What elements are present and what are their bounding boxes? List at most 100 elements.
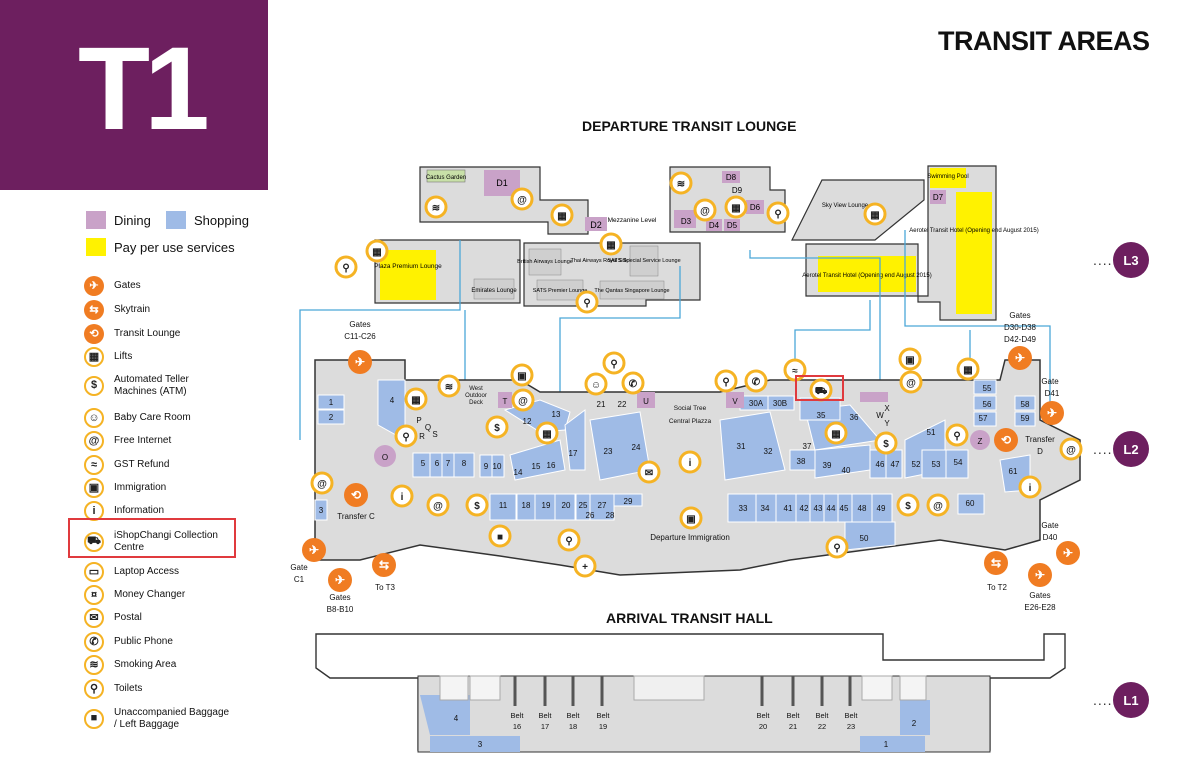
skytrain-icon[interactable] xyxy=(984,551,1008,575)
plane-icon[interactable] xyxy=(1056,541,1080,565)
lift-icon[interactable] xyxy=(863,202,887,226)
legend-item-label: Money Changer xyxy=(114,589,186,601)
transit-lounge-icon[interactable] xyxy=(344,483,368,507)
lift-icon[interactable] xyxy=(599,232,623,256)
dining-d8[interactable]: D8 xyxy=(726,173,737,182)
lift-icon[interactable] xyxy=(956,357,980,381)
immigration-icon[interactable] xyxy=(898,347,922,371)
plane-icon[interactable] xyxy=(348,350,372,374)
first-aid-icon[interactable] xyxy=(573,554,597,578)
legend-shopping: Shopping xyxy=(166,211,249,229)
dining-d6[interactable]: D6 xyxy=(750,203,761,212)
skytrain-icon[interactable] xyxy=(372,553,396,577)
phone-icon[interactable] xyxy=(621,371,645,395)
information-icon[interactable] xyxy=(1018,475,1042,499)
l3-right-block: Swimming Pool D7 Aerotel Transit Hotel (… xyxy=(802,165,1039,321)
legend-item-label: Toilets xyxy=(114,683,143,695)
shop-53: 53 xyxy=(932,460,941,469)
toilet-icon-glyph: ⚲ xyxy=(610,359,617,370)
first-aid-icon-glyph: + xyxy=(582,562,588,573)
dining-d9[interactable]: D9 xyxy=(732,186,743,195)
lift-icon[interactable] xyxy=(535,421,559,445)
information-icon-glyph: i xyxy=(401,492,404,503)
plane-icon[interactable] xyxy=(302,538,326,562)
dining-d2[interactable]: D2 xyxy=(590,220,602,230)
smoking-icon[interactable] xyxy=(669,171,693,195)
toilet-icon-glyph: ⚲ xyxy=(722,377,729,388)
shop-37: 37 xyxy=(803,442,812,451)
toilet-icon[interactable] xyxy=(825,535,849,559)
information-icon[interactable] xyxy=(390,484,414,508)
dining-d5[interactable]: D5 xyxy=(727,221,738,230)
toilet-icon-glyph: ⚲ xyxy=(402,432,409,443)
lift-icon[interactable] xyxy=(404,387,428,411)
swimming-pool-label: Swimming Pool xyxy=(927,174,968,180)
plane-icon[interactable] xyxy=(328,568,352,592)
toilet-icon[interactable] xyxy=(575,290,599,314)
cactus-label: Cactus Garden xyxy=(426,175,466,181)
mezzanine-label: Mezzanine Level xyxy=(608,217,657,224)
dining-d4[interactable]: D4 xyxy=(709,221,720,230)
smoking-icon-glyph: ≋ xyxy=(432,203,440,214)
transit-lounge-icon[interactable] xyxy=(994,428,1018,452)
toilet-icon[interactable] xyxy=(714,369,738,393)
atm-icon[interactable] xyxy=(896,493,920,517)
dining-d1[interactable]: D1 xyxy=(496,178,508,188)
baggage-icon[interactable] xyxy=(488,524,512,548)
plane-icon[interactable] xyxy=(1040,401,1064,425)
lift-icon[interactable] xyxy=(550,203,574,227)
l3-center-block: British Airways Lounge Thai Airways Roya… xyxy=(517,242,701,307)
internet-icon[interactable] xyxy=(510,187,534,211)
toilet-icon[interactable] xyxy=(602,351,626,375)
phone-icon[interactable] xyxy=(744,369,768,393)
toilet-icon[interactable] xyxy=(334,255,358,279)
level-badge-l1[interactable]: L1 xyxy=(1113,682,1149,718)
smoking-icon[interactable] xyxy=(424,195,448,219)
baggage-icon-glyph: ■ xyxy=(497,532,503,543)
internet-icon[interactable] xyxy=(426,493,450,517)
information-icon[interactable] xyxy=(678,450,702,474)
internet-icon[interactable] xyxy=(899,370,923,394)
toilet-icon[interactable] xyxy=(557,528,581,552)
lift-icon-glyph: ▦ xyxy=(831,429,840,440)
dining-d3[interactable]: D3 xyxy=(681,217,692,226)
toilet-icon[interactable] xyxy=(394,424,418,448)
toilet-icon-glyph: ⚲ xyxy=(565,536,572,547)
internet-icon[interactable] xyxy=(693,198,717,222)
shop-28: 28 xyxy=(606,511,615,520)
level-badge-l3[interactable]: L3 xyxy=(1113,242,1149,278)
toilet-icon[interactable] xyxy=(945,423,969,447)
internet-icon[interactable] xyxy=(926,493,950,517)
lift-icon[interactable] xyxy=(365,239,389,263)
belt-number: 17 xyxy=(541,722,549,731)
postal-icon[interactable] xyxy=(637,460,661,484)
baby-care-icon[interactable] xyxy=(584,372,608,396)
lift-icon-glyph: ▦ xyxy=(557,211,566,222)
legend-dining-label: Dining xyxy=(114,212,151,228)
legend-item-label: Public Phone xyxy=(114,636,173,648)
smoking-icon[interactable] xyxy=(437,374,461,398)
immigration-icon[interactable] xyxy=(679,506,703,530)
internet-icon[interactable] xyxy=(511,388,535,412)
arrival-shop-4: 4 xyxy=(454,714,459,723)
plane-icon[interactable] xyxy=(1028,563,1052,587)
toilet-icon[interactable] xyxy=(766,201,790,225)
lift-icon[interactable] xyxy=(824,421,848,445)
plane-icon[interactable] xyxy=(1008,346,1032,370)
atm-icon[interactable] xyxy=(874,431,898,455)
internet-icon[interactable] xyxy=(310,471,334,495)
west-deck-label-3: Deck xyxy=(469,400,484,406)
legend-item-label: Immigration xyxy=(114,482,167,494)
dining-d7[interactable]: D7 xyxy=(933,193,944,202)
lift-icon[interactable] xyxy=(724,195,748,219)
internet-icon[interactable] xyxy=(1059,437,1083,461)
dining-z: Z xyxy=(978,437,983,446)
legend-item-label: Smoking Area xyxy=(114,659,177,671)
postal-icon-glyph: ✉ xyxy=(645,468,653,479)
shop-42: 42 xyxy=(800,504,809,513)
level-badge-l2[interactable]: L2 xyxy=(1113,431,1149,467)
atm-icon[interactable] xyxy=(465,493,489,517)
atm-icon[interactable] xyxy=(485,415,509,439)
immigration-icon[interactable] xyxy=(510,363,534,387)
toilet-icon-glyph: ⚲ xyxy=(342,263,349,274)
